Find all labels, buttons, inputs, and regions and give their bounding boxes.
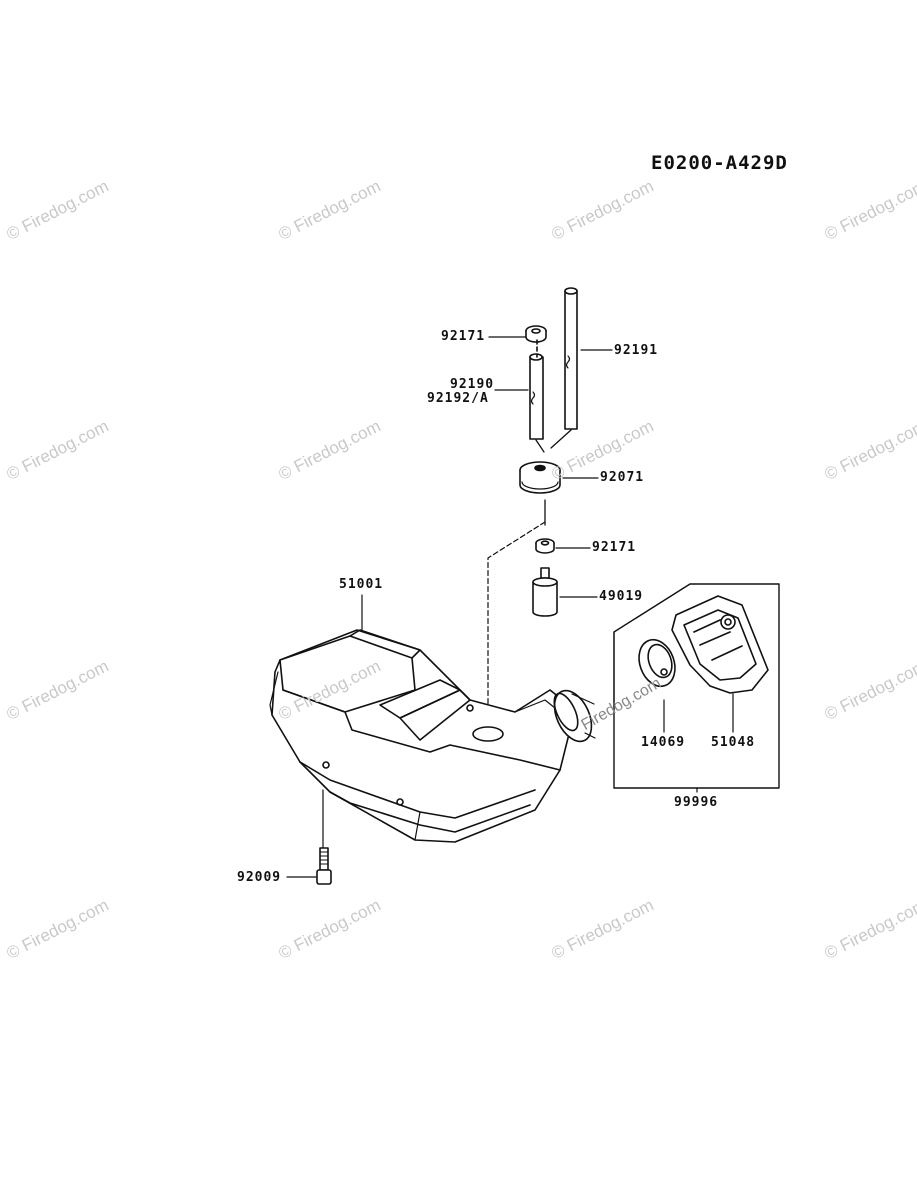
grommet-92171-bottom xyxy=(535,538,555,554)
fuel-cap-neck xyxy=(553,689,596,743)
part-label-92171-bottom: 92171 xyxy=(592,540,637,555)
part-label-92191: 92191 xyxy=(614,343,659,358)
diagram-code: E0200-A429D xyxy=(651,152,788,174)
filter-49019 xyxy=(532,567,558,617)
part-label-92192a: 92192/A xyxy=(427,391,489,406)
gasket-14069 xyxy=(638,638,676,688)
fuel-tank-51001 xyxy=(269,629,576,843)
part-label-92171-top: 92171 xyxy=(441,329,486,344)
part-label-92071: 92071 xyxy=(600,470,645,485)
bolt-92009 xyxy=(316,789,332,885)
tube-92191 xyxy=(564,287,578,430)
filter-element-51048 xyxy=(671,595,769,694)
part-label-14069: 14069 xyxy=(641,735,686,750)
tube-92190 xyxy=(529,353,544,440)
part-label-92009: 92009 xyxy=(237,870,282,885)
part-label-51001: 51001 xyxy=(339,577,384,592)
part-label-49019: 49019 xyxy=(599,589,644,604)
part-label-99996: 99996 xyxy=(674,795,719,810)
grommet-92171-top xyxy=(525,325,547,343)
assembly-bracket xyxy=(613,583,780,789)
part-label-51048: 51048 xyxy=(711,735,756,750)
part-label-92190: 92190 xyxy=(450,377,495,392)
grommet-92071 xyxy=(519,461,561,494)
